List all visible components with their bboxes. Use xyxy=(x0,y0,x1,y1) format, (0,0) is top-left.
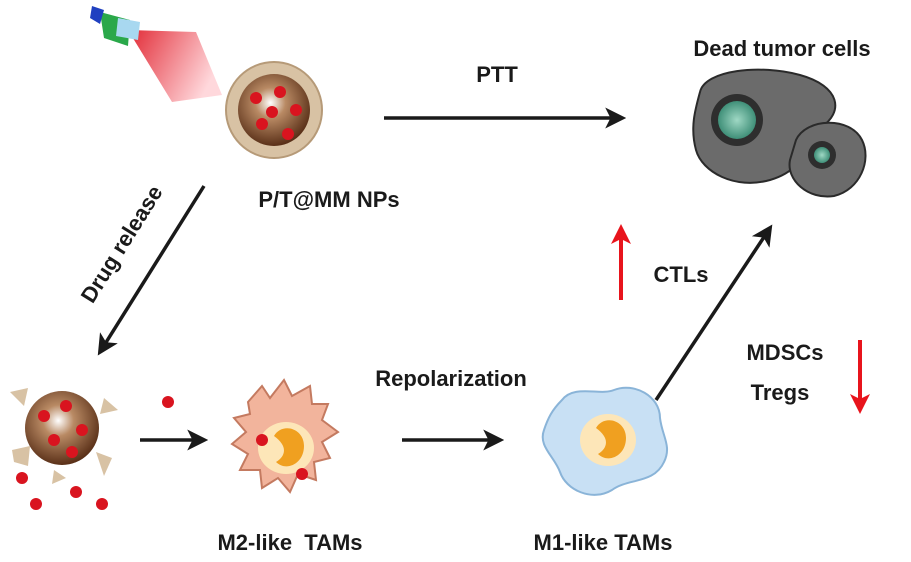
disrupted-nanoparticle-icon xyxy=(10,388,174,510)
repolarization-label: Repolarization xyxy=(375,366,527,391)
ctls-label: CTLs xyxy=(654,262,709,287)
mdscs-label: MDSCs xyxy=(746,340,823,365)
m1-tams-label: M1-like TAMs xyxy=(534,530,673,555)
dead-tumor-cells-label: Dead tumor cells xyxy=(693,36,870,61)
tregs-label: Tregs xyxy=(751,380,810,405)
m2-macrophage-icon xyxy=(230,378,340,494)
m2-tams-label: M2-like TAMs xyxy=(217,530,362,555)
drug-release-arrow xyxy=(97,185,206,356)
nanoparticle-label: P/T@MM NPs xyxy=(258,187,399,212)
laser-device-icon xyxy=(90,6,222,102)
activation-arrow xyxy=(654,224,773,401)
nanoparticle-icon xyxy=(225,61,323,159)
ptt-label: PTT xyxy=(476,62,518,87)
m1-macrophage-icon xyxy=(541,386,669,496)
drug-release-label: Drug release xyxy=(76,181,168,307)
dead-tumor-cells-icon xyxy=(692,68,867,198)
